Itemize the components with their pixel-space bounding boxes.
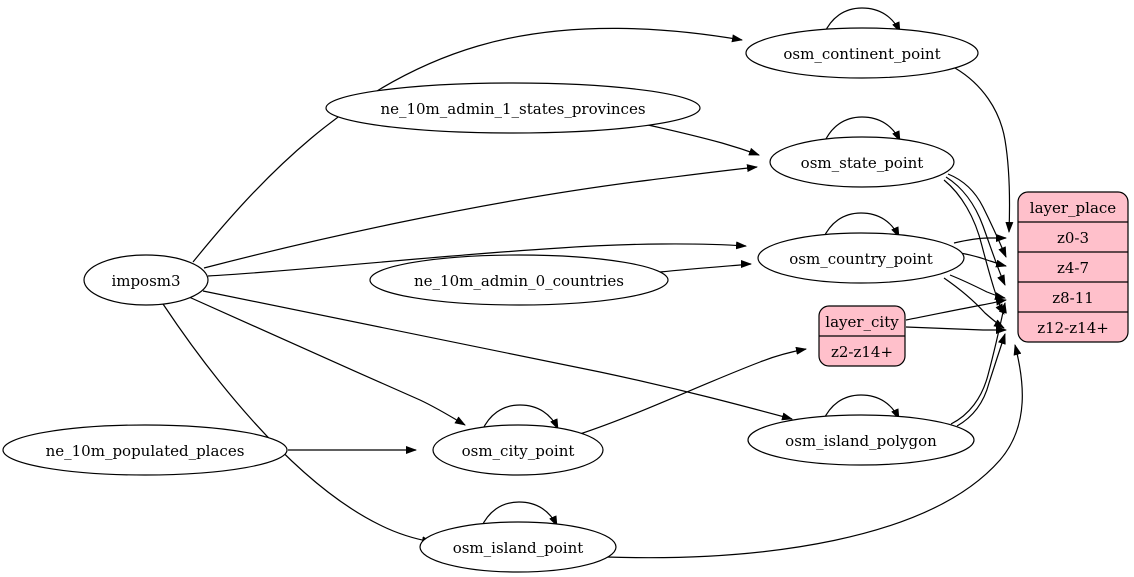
edge-osm_state_point-to-layer_place-z8-11 [945,176,1006,286]
selfloop-osm_country_point [822,212,900,240]
edge-osm_state_point-to-layer_place-z4-7 [947,173,1007,258]
node-shape-ellipse [747,414,975,466]
node-ne_10m_populated_places[interactable]: ne_10m_populated_places [2,424,288,476]
node-layer: imposm3 ne_10m_admin_1_states_provinces … [2,27,979,573]
node-shape-ellipse [745,27,979,79]
selfloop-osm_continent_point [823,7,901,35]
node-imposm3[interactable]: imposm3 [83,254,209,306]
node-shape-ellipse [83,254,209,306]
node-label: ne_10m_admin_1_states_provinces [380,100,645,118]
edge-osm_island_polygon-to-layer_place-z12-z14 [956,333,1006,427]
record-row-layer_place-title: layer_place [1030,199,1117,217]
edge-osm_island_point-to-layer_place-z12-z14 [605,344,1023,559]
edge-osm_continent_point-to-layer_place-z0-3 [954,67,1014,233]
node-osm_city_point[interactable]: osm_city_point [432,424,604,476]
record-row-layer_place-z8-11[interactable]: z8-11 [1052,289,1094,307]
record-shape-layer_place [1017,191,1129,343]
selfloop-osm_state_point [823,116,901,144]
edge-osm_country_point-to-layer_place-z8-11 [949,274,1006,300]
node-shape-ellipse [369,254,669,306]
node-label: osm_continent_point [783,45,940,63]
edge-imposm3-to-osm_country_point [207,241,747,277]
node-shape-ellipse [2,424,288,476]
edge-imposm3-to-osm_continent_point [192,27,743,263]
record-row-layer_place-z0-3[interactable]: z0-3 [1057,229,1089,247]
edge-imposm3-to-osm_city_point [188,296,466,426]
selfloop-osm_island_polygon [822,394,900,422]
edge-osm_city_point-to-layer_city-z2-z14 [579,346,807,435]
node-label: osm_island_polygon [785,432,937,450]
node-ne_10m_admin_0_countries[interactable]: ne_10m_admin_0_countries [369,254,669,306]
node-osm_continent_point[interactable]: osm_continent_point [745,27,979,79]
node-label: imposm3 [111,272,180,290]
edge-ne_states-to-osm_state_point [647,124,760,156]
node-label: osm_island_point [453,539,584,557]
record-node-layer_city[interactable]: layer_city z2-z14+ [818,305,906,367]
node-ne_10m_admin_1_states_provinces[interactable]: ne_10m_admin_1_states_provinces [325,82,701,134]
edge-layer_city-to-layer_place-z12-z14 [905,326,1007,334]
edge-imposm3-to-osm_island_point [162,303,433,545]
node-label: osm_state_point [801,154,924,172]
node-shape-ellipse [432,424,604,476]
selfloop-osm_city_point [481,404,559,432]
edge-osm_country_point-to-layer_place-z0-3 [953,234,1007,244]
selfloop-osm_island_point [480,501,558,529]
edge-layer_city-to-layer_place-z8-11 [905,297,1007,321]
edge-osm_country_point-to-layer_place-z12-z14 [943,277,1005,329]
record-node-layer_place[interactable]: layer_place z0-3 z4-7 z8-11 z12-z14+ [1017,191,1129,343]
node-shape-ellipse [757,232,965,284]
node-label: ne_10m_admin_0_countries [414,272,624,290]
record-row-layer_place-z12-z14[interactable]: z12-z14+ [1037,319,1109,337]
edge-imposm3-to-osm_state_point [203,164,758,269]
node-osm_island_polygon[interactable]: osm_island_polygon [747,414,975,466]
node-shape-ellipse [419,521,617,573]
edge-imposm3-to-osm_island_polygon [202,290,793,421]
record-row-layer_place-z4-7[interactable]: z4-7 [1057,259,1089,277]
node-label: osm_city_point [462,442,575,460]
record-row-layer_city-title: layer_city [825,313,899,331]
node-osm_state_point[interactable]: osm_state_point [769,136,955,188]
edge-layer [162,7,1023,559]
node-shape-ellipse [325,82,701,134]
edge-ne_countries-to-osm_country_point [659,260,752,273]
node-osm_country_point[interactable]: osm_country_point [757,232,965,284]
edge-osm_island_polygon-to-layer_place-z8-11 [950,302,1007,425]
node-osm_island_point[interactable]: osm_island_point [419,521,617,573]
record-row-layer_city-z2-z14[interactable]: z2-z14+ [831,343,893,361]
edge-osm_country_point-to-layer_place-z4-7 [959,252,1007,268]
node-label: ne_10m_populated_places [46,442,245,460]
node-label: osm_country_point [789,250,933,268]
node-shape-ellipse [769,136,955,188]
